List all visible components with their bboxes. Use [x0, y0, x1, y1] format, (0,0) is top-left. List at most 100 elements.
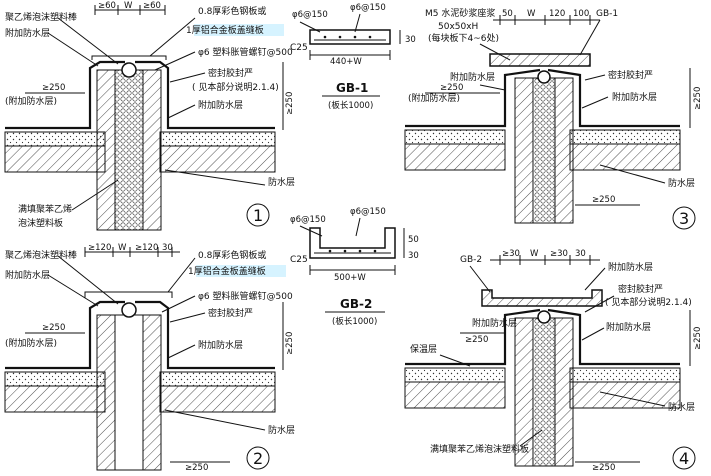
gb1-section [309, 29, 391, 45]
slab-left-2 [4, 371, 106, 387]
label-add-waterproof-paren: (附加防水层) [5, 95, 57, 107]
dim-3-w: W [527, 9, 536, 19]
wall-left [96, 69, 116, 231]
dim-2-w: W [118, 243, 127, 253]
gb2-height-a: 50 [408, 235, 419, 245]
gb2-rebar-b: φ6@150 [350, 207, 386, 217]
label-add-waterproof-top-4: 附加防水层 [608, 261, 653, 273]
label-sealant: 密封胶封严 [208, 67, 253, 79]
label-waterproof-3: 防水层 [668, 177, 695, 189]
gb1-rebar-b: φ6@150 [350, 3, 386, 13]
label-gb2: GB-2 [460, 255, 482, 265]
dim-3-250b: ≥250 [693, 87, 703, 110]
waterproof-line-2 [5, 300, 275, 370]
label-fill-foam-1: 满填聚苯乙烯 [18, 203, 72, 215]
label-add-waterproof-left-4: 附加防水层 [472, 317, 517, 329]
dim-4-right: ≥30 [550, 249, 568, 259]
label-steel-plate: 0.8厚彩色钢板或 [198, 5, 266, 17]
gb1-title: GB-1 [336, 81, 368, 95]
gb1-height: 30 [405, 35, 416, 45]
label-add-waterproof-left-3: 附加防水层 [450, 71, 495, 83]
label-mortar-size: 50x50xH [438, 22, 478, 32]
detail-1: ≥60 W ≥60 聚乙烯泡沫塑料棒 附加防水层 0.8厚彩色钢板或 1厚铝合金… [4, 1, 295, 231]
concrete-left-3 [404, 143, 506, 171]
concrete-right [159, 145, 276, 173]
dim-3-50: 50 [502, 9, 513, 19]
dim-3-250a: ≥250 [440, 83, 463, 93]
label-waterproof-4: 防水层 [668, 401, 695, 413]
detail-3-circle [672, 206, 696, 230]
label-nail-2: φ6 塑料胀管螺钉@500 [198, 290, 293, 302]
dim-4-30: 30 [575, 249, 586, 259]
label-add-waterproof-right-2: 附加防水层 [198, 339, 243, 351]
gb2-width: 500+W [334, 273, 366, 283]
label-add-waterproof-right: 附加防水层 [198, 99, 243, 111]
gb2-rebar-a: φ6@150 [290, 215, 326, 225]
slab-right [159, 131, 276, 147]
board-gb2: φ6@150 φ6@150 C25 500+W 50 30 GB-2 (板长10… [290, 207, 419, 327]
gb1-concrete: C25 [290, 43, 308, 53]
label-sealant-4: 密封胶封严 [618, 283, 663, 295]
wall-left-3 [514, 77, 534, 224]
dim-1-w: W [124, 1, 133, 11]
label-aluminum-plate: 1厚铝合金板盖缝板 [186, 24, 264, 36]
concrete-right-2 [159, 385, 276, 413]
waterproof-line-4 [405, 308, 680, 366]
dim-4-250a: ≥250 [465, 335, 488, 345]
label-add-waterproof-top-2: 附加防水层 [5, 269, 50, 281]
concrete-right-3 [569, 143, 681, 171]
label-mortar: M5 水泥砂浆座浆 [425, 7, 495, 19]
gb2-section [309, 227, 396, 259]
dim-3-250c: ≥250 [592, 195, 615, 205]
slab-left-4 [404, 367, 506, 383]
label-add-waterproof-paren-2: (附加防水层) [5, 337, 57, 349]
board-gb1: φ6@150 φ6@150 C25 440+W 30 GB-1 (板长1000) [290, 3, 416, 111]
label-sealant-note-4: ( 见本部分说明2.1.4) [605, 296, 692, 308]
label-add-waterproof-paren-3: (附加防水层) [408, 92, 460, 104]
foam-fill-4 [532, 317, 556, 467]
gb2-length: (板长1000) [332, 316, 377, 327]
highlight-aluminum [194, 24, 284, 36]
label-gb1: GB-1 [596, 9, 618, 19]
foam-rod-2 [121, 302, 137, 318]
label-sealant-note: ( 见本部分说明2.1.4) [192, 81, 279, 93]
label-insulation: 保温层 [410, 343, 437, 355]
dim-2-250c: ≥250 [185, 463, 208, 473]
dim-1-250a: ≥250 [42, 83, 65, 93]
label-add-waterproof-top: 附加防水层 [5, 27, 50, 39]
dim-4-left: ≥30 [502, 249, 520, 259]
label-aluminum-plate-2: 1厚铝合金板盖缝板 [188, 265, 266, 277]
dim-4-250b: ≥250 [693, 327, 703, 350]
detail-4: ≥30 W ≥30 30 GB-2 附加防水层 密封胶封严 ( 见本部分说明2.… [404, 249, 703, 473]
label-steel-plate-2: 0.8厚彩色钢板或 [198, 249, 266, 261]
dim-1-250b: ≥250 [285, 92, 295, 115]
label-add-waterproof-right-3: 附加防水层 [612, 91, 657, 103]
wall-right-3 [554, 77, 574, 224]
dim-3-100: 100 [573, 9, 589, 19]
concrete-right-4 [569, 381, 681, 409]
dim-2-250a: ≥250 [42, 323, 65, 333]
label-mortar-note: (每块板下4~6处) [428, 32, 499, 44]
slab-right-2 [159, 371, 276, 387]
cover-plate-2 [84, 291, 173, 298]
wall-left-4 [514, 317, 534, 467]
slab-right-4 [569, 367, 681, 383]
label-waterproof: 防水层 [268, 176, 295, 188]
detail-1-circle [246, 203, 270, 227]
detail-4-number: 4 [679, 449, 689, 468]
concrete-left-2 [4, 385, 106, 413]
wall-right-4 [554, 317, 574, 467]
foam-fill-3 [532, 77, 556, 224]
foam-rod-4 [537, 310, 551, 324]
gb1-plate-3 [489, 53, 591, 67]
dim-2-right: ≥120 [135, 243, 158, 253]
label-fill-foam-4: 满填聚苯乙烯泡沫塑料板 [430, 443, 529, 455]
slab-left-3 [404, 129, 506, 145]
detail-1-number: 1 [253, 206, 263, 225]
joint-gap-2 [114, 314, 144, 471]
wall-right [142, 69, 162, 231]
slab-left [4, 131, 106, 147]
wall-left-2 [96, 314, 116, 471]
label-foam-rod-2: 聚乙烯泡沫塑料棒 [5, 249, 77, 261]
